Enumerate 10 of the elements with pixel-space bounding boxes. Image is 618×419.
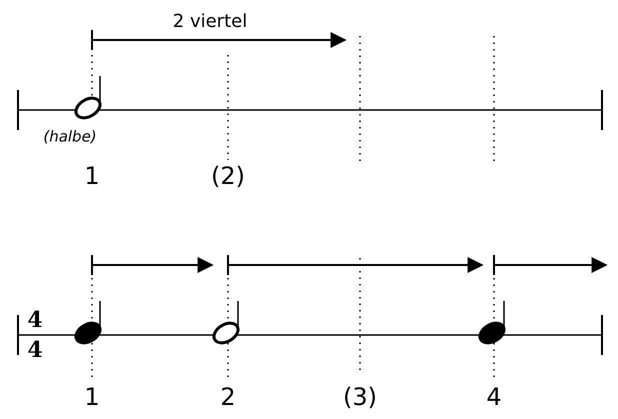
beat-number: (3): [343, 385, 377, 409]
beat-number: 1: [84, 164, 100, 188]
beat-number: 4: [486, 385, 502, 409]
note-name: (halbe): [43, 130, 97, 144]
beat-number: (2): [211, 164, 245, 188]
duration-label: 2 viertel: [172, 13, 248, 31]
time-signature-digit: 4: [27, 309, 43, 331]
beat-number: 1: [84, 385, 100, 409]
time-signature-digit: 4: [27, 339, 43, 361]
beat-number: 2: [220, 385, 236, 409]
